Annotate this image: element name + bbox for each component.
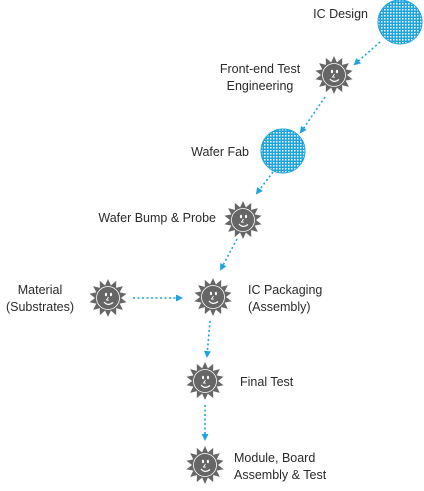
label-ic-packaging-line2: (Assembly) bbox=[248, 300, 311, 314]
wafer-grid-icon bbox=[260, 128, 306, 174]
label-wafer-fab: Wafer Fab bbox=[191, 145, 249, 159]
label-frontend-test-line2: Engineering bbox=[227, 79, 294, 93]
smiling-sun-icon bbox=[314, 55, 354, 95]
arrow-frontend-test-to-wafer-fab bbox=[299, 96, 326, 134]
label-ic-design: IC Design bbox=[313, 7, 368, 21]
flow-arrows bbox=[133, 41, 381, 441]
wafer-grid-icon bbox=[377, 0, 423, 45]
label-material-line1: Material bbox=[18, 283, 62, 297]
arrow-wafer-bump-to-ic-packaging bbox=[220, 238, 238, 271]
smiling-sun-icon bbox=[88, 278, 128, 318]
arrow-ic-design-to-frontend-test bbox=[353, 41, 381, 66]
label-wafer-bump-probe: Wafer Bump & Probe bbox=[98, 211, 216, 225]
label-frontend-test-line1: Front-end Test bbox=[220, 62, 301, 76]
smiling-sun-icon bbox=[185, 361, 225, 401]
label-material-line2: (Substrates) bbox=[6, 300, 74, 314]
smiling-sun-icon bbox=[193, 277, 233, 317]
label-final-test: Final Test bbox=[240, 375, 294, 389]
smiling-sun-icon bbox=[223, 200, 263, 240]
label-module-board-line2: Assembly & Test bbox=[234, 468, 327, 482]
arrow-wafer-fab-to-wafer-bump bbox=[255, 171, 274, 195]
smiling-sun-icon bbox=[185, 445, 225, 485]
label-ic-packaging-line1: IC Packaging bbox=[248, 283, 322, 297]
arrow-ic-packaging-to-final-test bbox=[203, 320, 211, 358]
label-module-board-line1: Module, Board bbox=[234, 451, 315, 465]
